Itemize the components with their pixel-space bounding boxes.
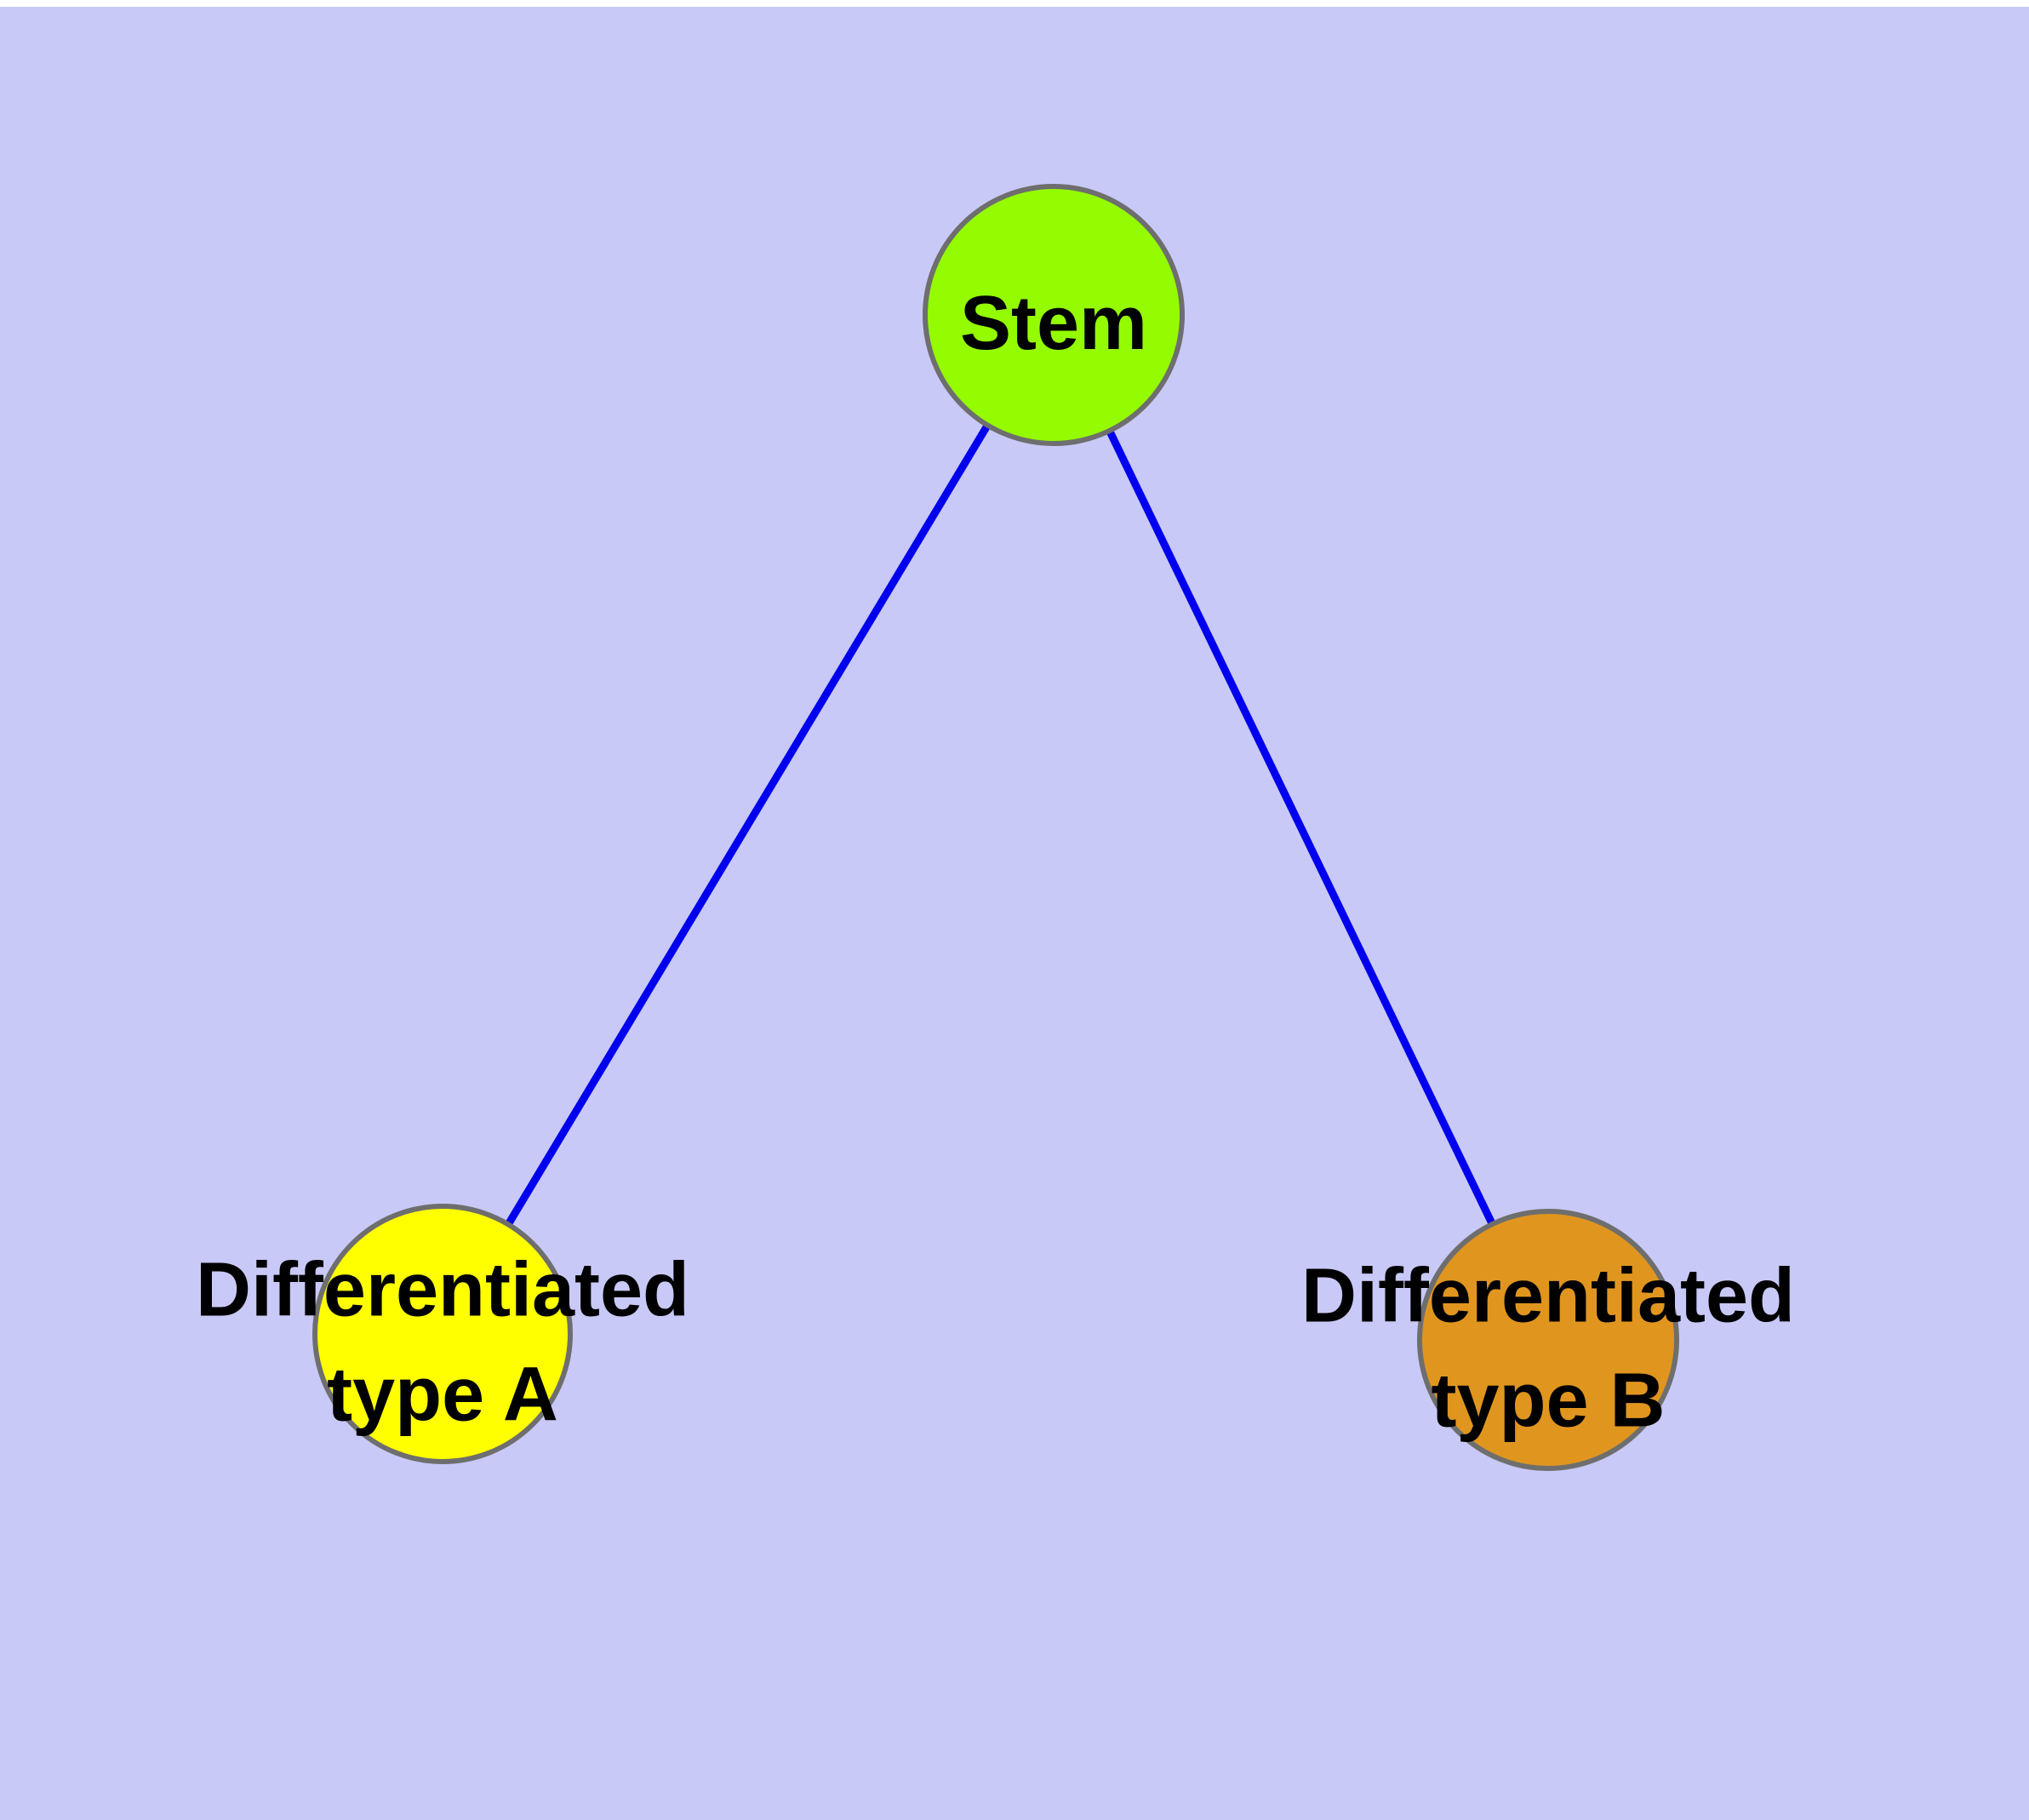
edge-stem-to-differentiated-type-a xyxy=(439,312,1057,1336)
top-margin xyxy=(0,0,2029,7)
node-label-differentiated-type-b: Differentiated type B xyxy=(1301,1254,1795,1444)
node-circle-differentiated-type-b[interactable] xyxy=(1417,1209,1679,1471)
edges-layer xyxy=(439,312,1552,1342)
node-label-line: Differentiated xyxy=(196,1248,689,1333)
node-label-line: Stem xyxy=(960,281,1147,366)
node-differentiated-type-a[interactable]: Differentiated type A xyxy=(196,1204,689,1464)
node-stem[interactable]: Stem xyxy=(923,184,1185,446)
node-label-line: type B xyxy=(1431,1359,1665,1444)
node-label-line: type A xyxy=(327,1353,558,1438)
node-label-stem: Stem xyxy=(960,281,1147,366)
node-circle-stem[interactable] xyxy=(923,184,1185,446)
node-label-line: Differentiated xyxy=(1301,1254,1795,1339)
node-label-differentiated-type-a: Differentiated type A xyxy=(196,1248,689,1438)
edge-stem-to-differentiated-type-b xyxy=(1049,313,1552,1342)
node-circle-differentiated-type-a[interactable] xyxy=(312,1204,573,1464)
node-differentiated-type-b[interactable]: Differentiated type B xyxy=(1301,1209,1795,1471)
